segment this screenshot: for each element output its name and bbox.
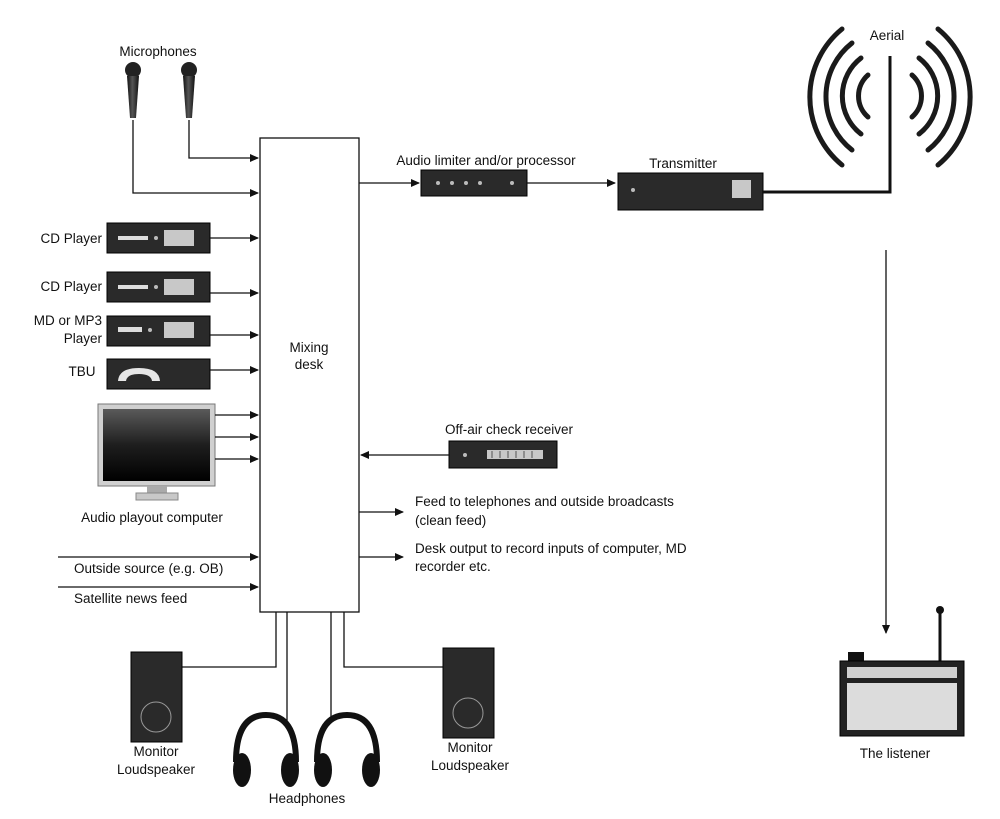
listener-radio: The listener [839,606,965,761]
headphones-label: Headphones [269,791,346,806]
monitor-right-label-line2: Loudspeaker [431,758,510,773]
radio-waves-icon [807,26,973,168]
off-air-check-receiver: Off-air check receiver [360,422,574,469]
monitor-left-label-line2: Loudspeaker [117,762,196,777]
microphones: Microphones [119,44,259,197]
outside-source-label: Outside source (e.g. OB) [74,561,223,576]
cd-player-1: CD Player [40,222,259,254]
headphones-icon [314,711,380,787]
desk-record-output: Desk output to record inputs of computer… [359,541,687,574]
cd-player-2-label: CD Player [40,279,102,294]
aerial-label: Aerial [870,28,905,43]
tbu-label: TBU [69,364,96,379]
md-player-label-line1: MD or MP3 [34,313,102,328]
off-air-receiver-label: Off-air check receiver [445,422,574,437]
headphones-icon [233,711,299,787]
satellite-news-feed: Satellite news feed [58,583,259,606]
satellite-news-feed-label: Satellite news feed [74,591,187,606]
mixing-desk-label-line2: desk [295,357,324,372]
computer-monitor-icon [97,403,216,501]
listener-label: The listener [860,746,931,761]
desk-output-label-line1: Desk output to record inputs of computer… [415,541,687,556]
audio-limiter-processor: Audio limiter and/or processor [359,153,616,197]
mixing-desk-label-line1: Mixing [289,340,328,355]
desk-output-label-line2: recorder etc. [415,559,491,574]
outside-source: Outside source (e.g. OB) [58,553,259,576]
feed-label-line1: Feed to telephones and outside broadcast… [415,494,674,509]
telephone-handset-icon [118,368,160,381]
audio-limiter-label: Audio limiter and/or processor [396,153,576,168]
monitor-left-label-line1: Monitor [133,744,179,759]
audio-playout-computer: Audio playout computer [81,403,259,525]
feed-label-line2: (clean feed) [415,513,486,528]
microphones-label: Microphones [119,44,197,59]
microphone-icon [181,62,197,118]
monitor-right-label-line1: Monitor [447,740,493,755]
clean-feed-output: Feed to telephones and outside broadcast… [359,494,674,528]
aerial: Aerial [807,26,973,634]
md-player-label-line2: Player [64,331,103,346]
monitor-loudspeaker-right: Monitor Loudspeaker [343,612,510,773]
mixing-desk: Mixing desk [259,137,360,613]
md-mp3-player: MD or MP3 Player [34,313,259,347]
audio-playout-computer-label: Audio playout computer [81,510,223,525]
microphone-icon [125,62,141,118]
transmitter: Transmitter [617,56,892,211]
cd-player-1-label: CD Player [40,231,102,246]
tbu: TBU [69,358,259,390]
cd-player-2: CD Player [40,271,259,303]
transmitter-label: Transmitter [649,156,717,171]
headphones: Headphones [233,612,380,806]
monitor-loudspeaker-left: Monitor Loudspeaker [117,612,277,777]
